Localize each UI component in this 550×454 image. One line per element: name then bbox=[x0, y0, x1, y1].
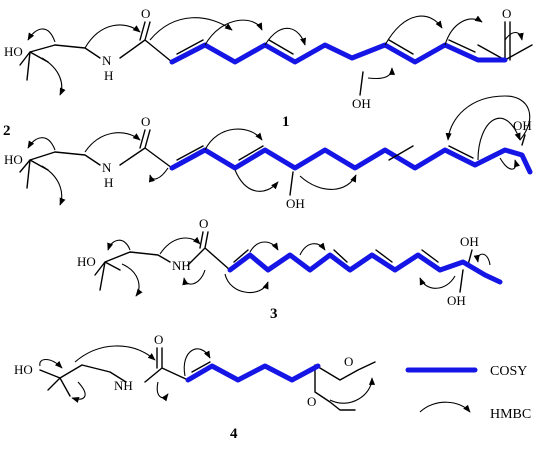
compound-3-cosy bbox=[227, 252, 503, 285]
compound-2-n: N bbox=[102, 160, 112, 175]
compound-2: HO N H O OH OH 2 bbox=[3, 95, 533, 211]
compound-3-double-bonds bbox=[233, 249, 439, 263]
compound-2-oh-left: HO bbox=[4, 152, 23, 167]
compound-4-methoxy-o2: O bbox=[307, 394, 316, 409]
compound-1: HO N H O OH O 1 bbox=[4, 6, 533, 130]
compound-2-double-bonds bbox=[176, 145, 474, 161]
compound-4-oh-left: HO bbox=[14, 362, 33, 377]
legend: COSY HMBC bbox=[405, 364, 531, 422]
compound-2-number: 2 bbox=[3, 123, 11, 139]
compound-1-n: N bbox=[102, 53, 112, 68]
compound-4-number: 4 bbox=[230, 426, 238, 442]
compound-1-number: 1 bbox=[282, 114, 290, 130]
compound-4-methoxy-o1: O bbox=[344, 354, 353, 369]
compound-3-hydroxyl-2: OH bbox=[447, 293, 466, 308]
compound-2-cosy bbox=[169, 147, 533, 175]
compound-2-n-h: H bbox=[104, 175, 113, 190]
compound-1-bonds bbox=[19, 21, 533, 96]
compound-1-double-bonds bbox=[176, 39, 476, 55]
compound-2-hydroxyl-end: OH bbox=[513, 118, 532, 133]
compound-1-hydroxyl: OH bbox=[352, 96, 371, 111]
compound-3-number: 3 bbox=[270, 306, 278, 322]
compound-4-nh: NH bbox=[114, 378, 133, 393]
compound-3-hydroxyl-1: OH bbox=[460, 234, 479, 249]
compound-2-hmbc bbox=[27, 95, 531, 206]
compound-1-hmbc bbox=[27, 15, 524, 96]
legend-hmbc-arrow bbox=[419, 401, 471, 413]
compound-4-double-bonds bbox=[191, 361, 211, 373]
compound-3-bonds bbox=[94, 231, 473, 293]
compound-4: HO NH O O O 4 bbox=[14, 332, 376, 442]
compound-3-carbonyl-o: O bbox=[199, 216, 208, 231]
compound-2-hydroxyl-mid: OH bbox=[286, 196, 305, 211]
compound-3-hmbc bbox=[107, 236, 491, 297]
compound-1-ketone-o: O bbox=[502, 6, 511, 21]
compound-2-carbonyl-o: O bbox=[141, 114, 150, 129]
legend-hmbc-label: HMBC bbox=[490, 407, 531, 422]
compound-4-hmbc bbox=[39, 345, 376, 404]
compound-1-n-h: H bbox=[104, 68, 113, 83]
compound-2-bonds bbox=[19, 129, 526, 196]
compound-1-cosy bbox=[169, 42, 508, 65]
compound-4-cosy bbox=[185, 363, 321, 383]
legend-cosy-label: COSY bbox=[490, 364, 527, 379]
compound-4-carbonyl-o: O bbox=[154, 332, 163, 347]
compound-3-oh-left: HO bbox=[77, 254, 96, 269]
compound-3-nh: NH bbox=[172, 258, 191, 273]
compound-3: HO NH O OH OH 3 bbox=[77, 216, 503, 322]
compound-1-oh-left: HO bbox=[4, 44, 23, 59]
compound-4-bonds bbox=[39, 347, 376, 411]
compound-1-carbonyl-o: O bbox=[141, 6, 150, 21]
